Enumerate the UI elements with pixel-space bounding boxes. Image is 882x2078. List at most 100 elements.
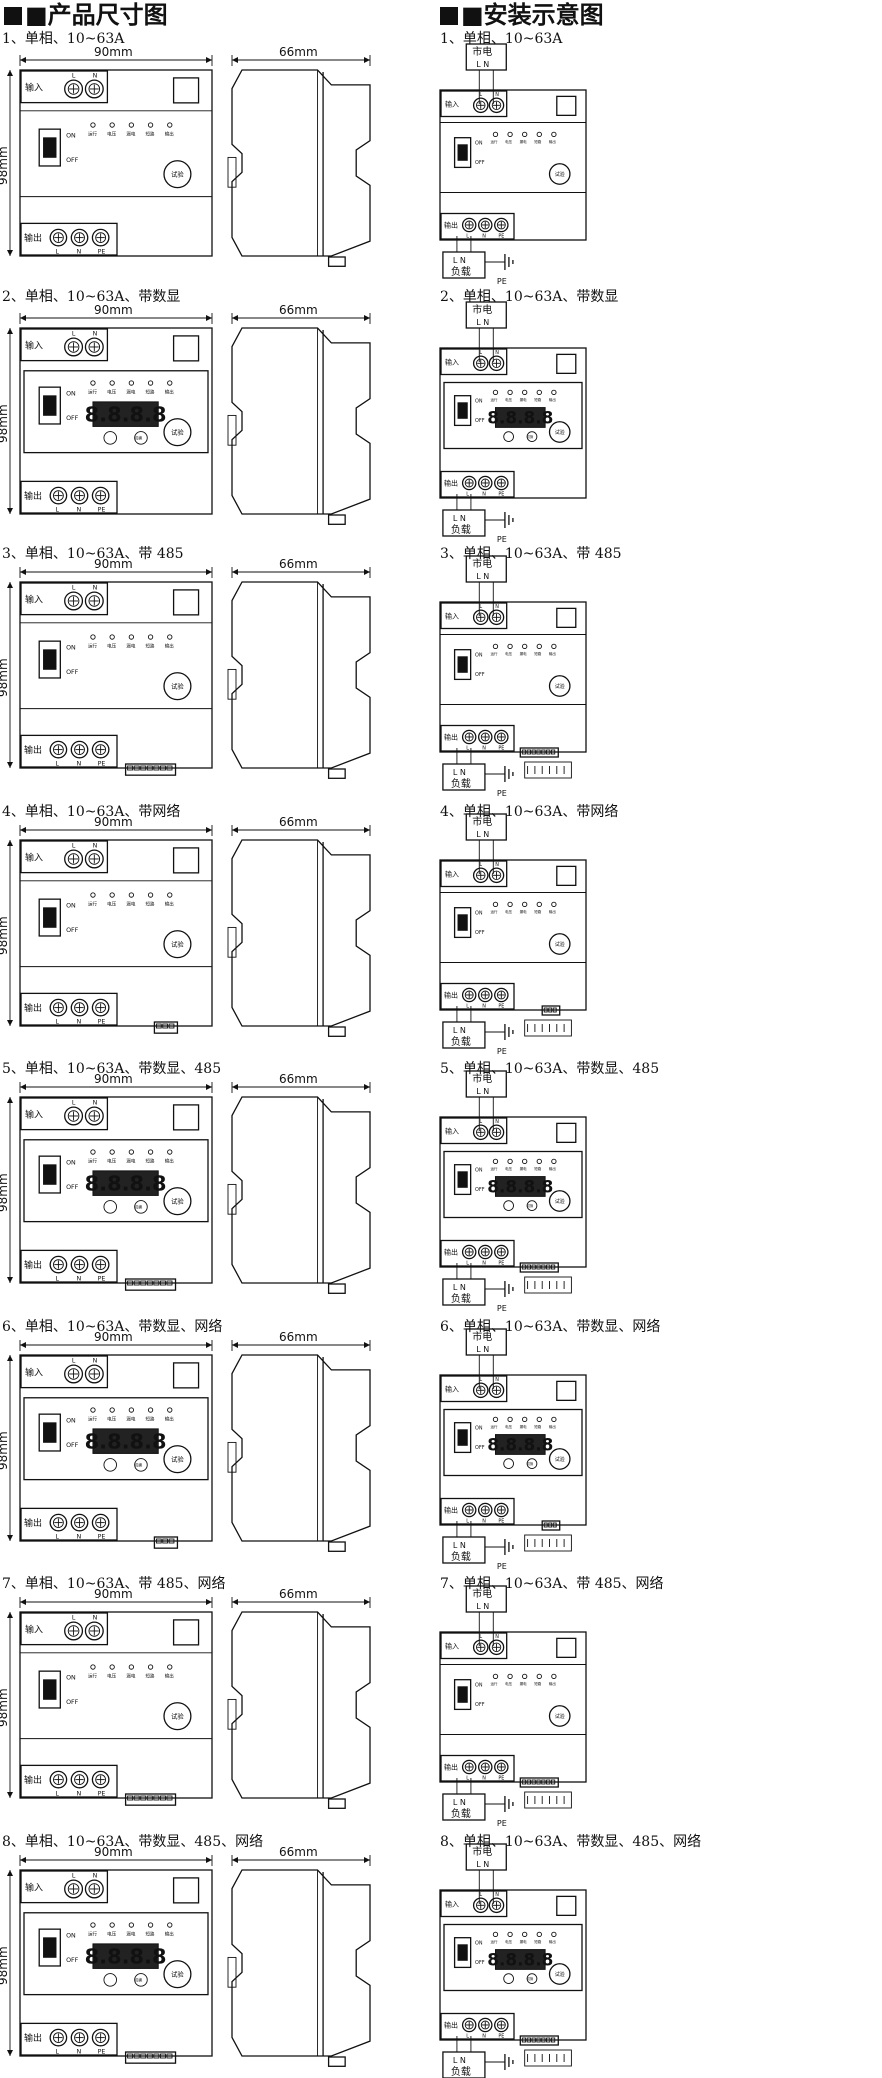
dimension-arrow: [20, 1342, 26, 1348]
output-terminal-N: [477, 2017, 493, 2033]
terminal-screw-inner: [88, 595, 101, 607]
switch-on-label: ON: [475, 140, 483, 146]
input-terminal-L: [64, 591, 84, 611]
input-terminal-block: [20, 70, 109, 104]
terminal-screw-inner: [67, 83, 80, 95]
terminal-screw-inner: [496, 732, 506, 742]
comm-pin: [550, 1779, 556, 1785]
indicator-led: [536, 1673, 542, 1680]
power-switch: [38, 898, 61, 937]
terminal-N-label: N: [93, 843, 98, 850]
switch-off-label: OFF: [66, 1957, 79, 1964]
output-terminal-L: [49, 1770, 68, 1789]
output-terminal-block: [20, 2022, 118, 2056]
terminal-N-label: N: [495, 1634, 499, 1640]
indicator-led: [90, 1407, 96, 1413]
output-terminal-PE: [494, 729, 509, 745]
input-label: 输入: [25, 340, 43, 352]
led-display: [92, 1943, 159, 1969]
terminal-screw-inner: [95, 490, 107, 501]
terminal-screw-inner: [491, 870, 502, 881]
terminal-L-label: L: [72, 1100, 76, 1107]
terminal-screw-inner: [464, 732, 474, 742]
control-panel: [443, 1150, 583, 1219]
output-label: 输出: [24, 1259, 42, 1271]
comm-pin: [133, 2053, 140, 2059]
indicator-label: 短路: [146, 643, 155, 650]
indicator-led: [147, 892, 154, 898]
power-switch: [453, 137, 472, 169]
input-terminal-block: [440, 602, 508, 630]
width-dimension-label: 90mm: [94, 1330, 133, 1344]
control-panel: [23, 370, 209, 454]
indicator-label: 电压: [107, 1416, 116, 1423]
indicator-led: [109, 1149, 115, 1155]
mains-ln-label: L N: [476, 830, 489, 839]
terminal-N-label: N: [77, 506, 82, 513]
switch-on-label: ON: [66, 390, 76, 397]
terminal-PE-label: PE: [498, 746, 504, 752]
load-box: [442, 763, 486, 791]
depth-dimension-label: 66mm: [279, 1330, 318, 1344]
indicator-led: [147, 1664, 154, 1670]
output-terminal-N: [70, 998, 89, 1017]
terminal-N-label: N: [77, 1533, 82, 1540]
terminal-screw-inner: [496, 1247, 506, 1257]
input-terminal-L: [64, 79, 84, 99]
indicator-led: [167, 634, 173, 640]
input-label: 输入: [445, 358, 459, 367]
output-terminal-N: [70, 228, 89, 247]
width-dimension-label: 90mm: [94, 45, 133, 59]
width-dimension-label: 90mm: [94, 1845, 133, 1859]
terminal-screw-inner: [476, 1385, 486, 1396]
indicator-label: 电压: [107, 1158, 116, 1165]
indicator-led: [492, 1673, 499, 1680]
output-terminal-L: [461, 729, 477, 745]
comm-pin: [546, 749, 551, 755]
terminal-screw-inner: [496, 1762, 506, 1772]
comm-pin: [536, 1779, 541, 1785]
output-label: 输出: [444, 1506, 458, 1515]
input-terminal-L: [64, 1364, 84, 1384]
input-terminal-N: [488, 97, 505, 114]
output-terminal-N: [477, 1502, 493, 1518]
indicator-led: [492, 1158, 499, 1165]
terminal-L-label: L: [466, 746, 469, 752]
dimension-arrow: [232, 569, 238, 575]
indicator-led: [128, 634, 135, 640]
terminal-N-label: N: [93, 1873, 98, 1880]
dimension-arrow: [232, 1084, 238, 1090]
indicator-label: 电压: [505, 909, 512, 914]
indicator-led: [522, 1158, 528, 1165]
input-label: 输入: [25, 1882, 43, 1894]
led-display: [494, 1176, 546, 1197]
comm-pin: [543, 1007, 548, 1013]
output-label: 输出: [24, 744, 42, 756]
model-caption-dimensions: 1、单相、10~63A: [2, 31, 125, 47]
indicator-led: [536, 1931, 542, 1938]
output-label: 输出: [24, 1517, 42, 1529]
mains-box: [465, 301, 507, 329]
indicator-label: 电压: [107, 131, 116, 138]
terminal-L-label: L: [479, 1377, 482, 1383]
input-terminal-L: [472, 609, 489, 626]
width-dimension-label: 90mm: [94, 1587, 133, 1601]
indicator-label: 输出: [549, 1939, 557, 1944]
din-clip: [327, 1026, 346, 1037]
height-dimension-label: 98mm: [0, 1431, 10, 1470]
power-switch: [38, 1928, 61, 1967]
terminal-screw-inner: [74, 1517, 85, 1528]
terminal-screw-inner: [476, 358, 486, 369]
switch-off-label: OFF: [66, 669, 79, 676]
switch-off-label: OFF: [475, 930, 485, 936]
dimension-arrow: [206, 1342, 212, 1348]
device-body: [19, 327, 213, 515]
pe-label: PE: [497, 1819, 507, 1828]
input-label: 输入: [25, 1367, 43, 1379]
indicator-led: [551, 1158, 557, 1165]
output-terminal-N: [477, 1759, 493, 1775]
pe-label: PE: [497, 1562, 507, 1571]
indicator-led: [507, 1673, 513, 1680]
comm-pin: [521, 749, 527, 755]
